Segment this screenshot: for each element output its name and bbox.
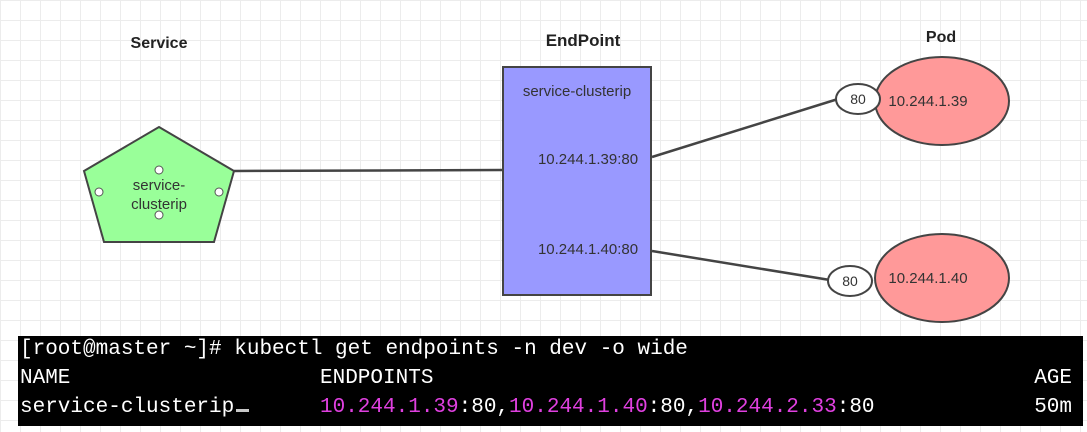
pod2-port-label: 80 <box>842 273 858 289</box>
terminal-header-row: NAME ENDPOINTS AGE <box>20 366 1080 392</box>
row-endpoint-port-1: :80, <box>458 396 510 419</box>
header-age: AGE <box>1034 367 1072 390</box>
service-node[interactable] <box>82 125 236 243</box>
header-name: NAME <box>20 367 71 390</box>
row-endpoint-port-2: :80, <box>647 396 699 419</box>
endpoint-name-label: service-clusterip <box>523 83 631 100</box>
endpoint-to-pod1-connector <box>651 97 839 159</box>
row-name: service-clusterip <box>20 396 235 419</box>
endpoint-section-title: EndPoint <box>546 31 621 50</box>
service-to-endpoint-connector <box>233 168 503 173</box>
service-connection-point-left <box>94 187 104 197</box>
endpoint-to-pod2-connector <box>651 249 831 282</box>
terminal-output: [root@master ~]# kubectl get endpoints -… <box>18 336 1083 426</box>
terminal-command: [root@master ~]# kubectl get endpoints -… <box>20 338 688 361</box>
service-connection-point-bottom <box>154 210 164 220</box>
row-endpoint-ip-2: 10.244.1.40 <box>509 396 648 419</box>
service-connection-point-right <box>214 187 224 197</box>
endpoint-node[interactable] <box>502 66 652 296</box>
row-endpoint-ip-1: 10.244.1.39 <box>320 396 459 419</box>
row-endpoint-ip-3: 10.244.2.33 <box>698 396 837 419</box>
terminal-command-line: [root@master ~]# kubectl get endpoints -… <box>20 337 1080 363</box>
service-node-label-line1: service- <box>133 177 186 194</box>
pod2-port-badge <box>827 265 873 297</box>
row-endpoint-port-3: :80 <box>836 396 875 419</box>
endpoint-address-1: 10.244.1.39:80 <box>538 151 638 168</box>
row-endpoints: 10.244.1.39:80,10.244.1.40:80,10.244.2.3… <box>320 395 875 421</box>
pod1-port-label: 80 <box>850 91 866 107</box>
pod1-ip-label: 10.244.1.39 <box>888 93 967 110</box>
pod2-ip-label: 10.244.1.40 <box>888 270 967 287</box>
pod-section-title: Pod <box>926 29 956 46</box>
terminal-cursor <box>236 409 250 412</box>
pod1-port-badge <box>835 83 881 115</box>
service-node-label-line2: clusterip <box>131 196 187 213</box>
row-name-cell: service-clusterip <box>20 395 250 421</box>
service-section-title: Service <box>131 35 188 52</box>
header-endpoints: ENDPOINTS <box>320 367 434 390</box>
service-connection-point-top <box>154 165 164 175</box>
endpoint-address-2: 10.244.1.40:80 <box>538 241 638 258</box>
row-age: 50m <box>1034 396 1072 419</box>
pod2-node[interactable] <box>874 233 1010 323</box>
